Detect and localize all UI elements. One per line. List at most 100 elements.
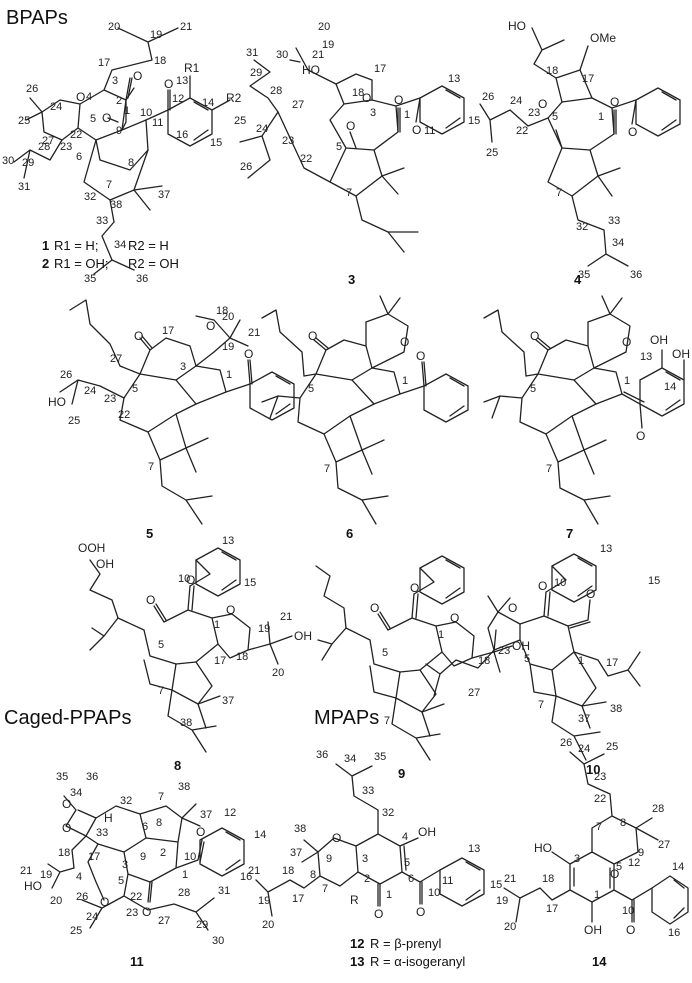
svg-text:36: 36 (630, 269, 642, 281)
svg-text:18: 18 (542, 873, 554, 885)
atom-o: O (196, 825, 205, 839)
svg-text:36: 36 (316, 749, 328, 761)
svg-text:31: 31 (246, 47, 258, 59)
svg-text:29: 29 (22, 157, 34, 169)
atom-o: O (636, 429, 645, 443)
svg-text:29: 29 (250, 67, 262, 79)
svg-text:34: 34 (114, 239, 126, 251)
svg-text:12: 12 (224, 807, 236, 819)
svg-text:35: 35 (578, 269, 590, 281)
structure-1-2 (13, 27, 231, 275)
svg-text:2: 2 (42, 256, 49, 271)
svg-text:10: 10 (140, 107, 152, 119)
atom-o: O (226, 603, 235, 617)
svg-text:6: 6 (408, 873, 414, 885)
section-bpaps: BPAPs (6, 7, 68, 29)
atom-o: O (134, 329, 143, 343)
svg-text:37: 37 (222, 695, 234, 707)
atom-r: R (350, 893, 359, 907)
atom-o: O (62, 821, 71, 835)
atom-oh: OH (294, 629, 312, 643)
svg-text:23: 23 (126, 907, 138, 919)
svg-text:10: 10 (428, 887, 440, 899)
svg-text:25: 25 (18, 115, 30, 127)
svg-text:R = α-isogeranyl: R = α-isogeranyl (370, 954, 465, 969)
atom-o: O (508, 601, 517, 615)
svg-text:21: 21 (20, 865, 32, 877)
structure-5 (59, 299, 295, 525)
svg-text:38: 38 (180, 717, 192, 729)
svg-text:12: 12 (628, 857, 640, 869)
svg-text:16: 16 (176, 129, 188, 141)
atom-o: O (626, 923, 635, 937)
numbering-1: 20 21 19 18 17 3 2 9 26 25 24 4 5 27 23 … (2, 21, 222, 285)
svg-text:15: 15 (468, 115, 480, 127)
atom-o: O (346, 119, 355, 133)
svg-text:30: 30 (212, 935, 224, 947)
svg-text:18: 18 (236, 651, 248, 663)
structure-11 (47, 795, 245, 931)
svg-text:24: 24 (84, 385, 96, 397)
numbering-9: 5 1 18 7 (382, 629, 490, 727)
svg-text:18: 18 (282, 865, 294, 877)
atom-o: O (244, 347, 253, 361)
svg-text:19: 19 (322, 39, 334, 51)
svg-text:20: 20 (50, 895, 62, 907)
svg-text:5: 5 (530, 383, 536, 395)
svg-text:23: 23 (594, 771, 606, 783)
svg-text:22: 22 (118, 409, 130, 421)
svg-text:30: 30 (2, 155, 14, 167)
atom-ho: HO (24, 879, 42, 893)
svg-text:2: 2 (160, 847, 166, 859)
svg-text:3: 3 (180, 361, 186, 373)
svg-text:32: 32 (84, 191, 96, 203)
svg-text:14: 14 (254, 829, 266, 841)
svg-text:24: 24 (50, 101, 62, 113)
compound-11-label: 11 (130, 954, 144, 969)
svg-text:23: 23 (528, 107, 540, 119)
svg-text:18: 18 (352, 87, 364, 99)
svg-text:26: 26 (240, 161, 252, 173)
svg-text:22: 22 (516, 125, 528, 137)
svg-text:21: 21 (280, 611, 292, 623)
svg-text:13: 13 (448, 73, 460, 85)
compound-4-label: 4 (574, 272, 582, 287)
svg-text:5: 5 (132, 383, 138, 395)
structure-8 (89, 547, 293, 753)
svg-text:7: 7 (538, 699, 544, 711)
atom-o: O (374, 907, 383, 921)
svg-text:17: 17 (292, 893, 304, 905)
atom-o: O (628, 125, 637, 139)
svg-text:4: 4 (402, 831, 408, 843)
atom-o: O (76, 90, 85, 104)
svg-text:3: 3 (112, 75, 118, 87)
atom-oh: OH (96, 557, 114, 571)
structure-7 (483, 295, 685, 525)
svg-text:5: 5 (552, 111, 558, 123)
numbering-11: 35 36 34 33 32 7 38 37 12 14 18 17 3 9 2… (20, 771, 266, 947)
svg-text:28: 28 (652, 803, 664, 815)
svg-text:9: 9 (116, 125, 122, 137)
svg-text:22: 22 (594, 793, 606, 805)
atom-o: O (394, 93, 403, 107)
svg-text:7: 7 (148, 461, 154, 473)
svg-text:14: 14 (202, 97, 214, 109)
svg-text:17: 17 (98, 57, 110, 69)
svg-text:6: 6 (142, 821, 148, 833)
svg-text:27: 27 (42, 135, 54, 147)
svg-text:20: 20 (504, 921, 516, 933)
svg-text:7: 7 (596, 821, 602, 833)
svg-text:5: 5 (308, 383, 314, 395)
svg-text:32: 32 (382, 807, 394, 819)
svg-text:28: 28 (178, 887, 190, 899)
svg-text:15: 15 (648, 575, 660, 587)
atom-o: O (416, 349, 425, 363)
structure-10 (425, 553, 641, 761)
svg-text:34: 34 (612, 237, 624, 249)
svg-text:8: 8 (620, 817, 626, 829)
svg-text:1: 1 (404, 109, 410, 121)
atom-o: O (146, 593, 155, 607)
svg-text:1: 1 (214, 619, 220, 631)
compound-1-2-label: 1 R1 = H; R2 = H 2 R1 = OH; R2 = OH (42, 238, 179, 271)
svg-text:33: 33 (362, 785, 374, 797)
